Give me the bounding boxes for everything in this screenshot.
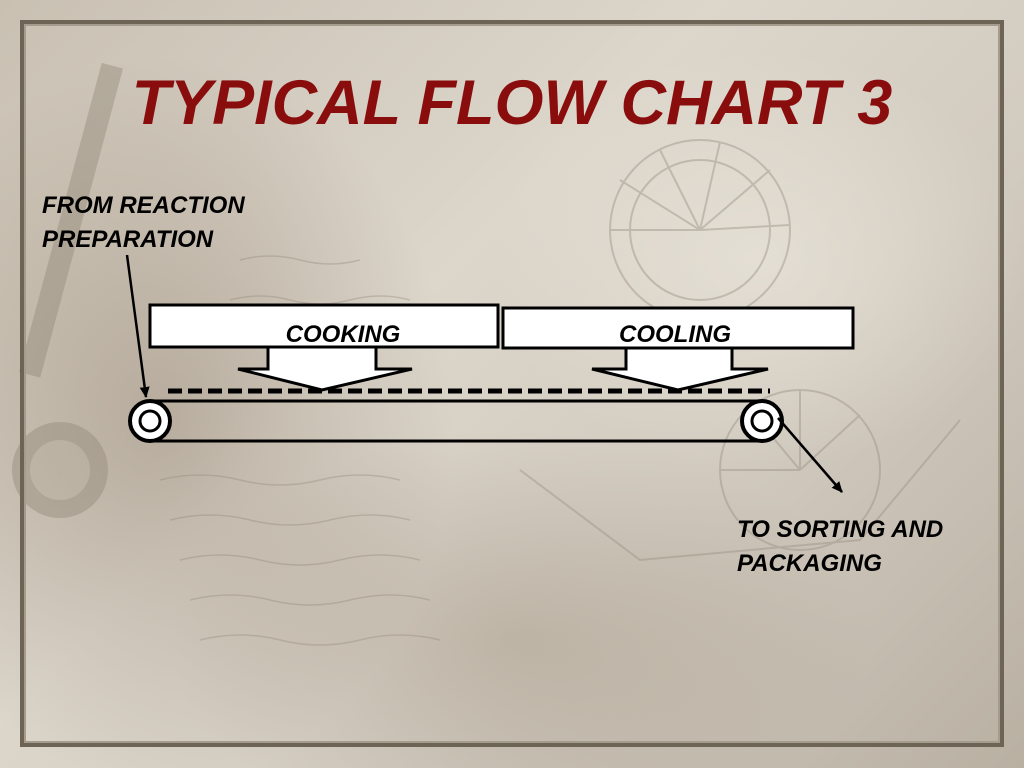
slide-title: TYPICAL FLOW CHART 3 (131, 68, 893, 138)
cooling-stage-label: COOLING (619, 321, 731, 348)
output-label: TO SORTING AND PACKAGING (737, 513, 943, 581)
input-label-line-1: FROM REACTION (42, 192, 245, 219)
output-label-line-2: PACKAGING (737, 550, 882, 577)
output-arrow (777, 417, 843, 493)
right-roller (740, 399, 784, 443)
cooking-stage-label: COOKING (286, 321, 401, 348)
conveyor-belt (128, 399, 784, 443)
cooling-stage-box (501, 306, 855, 350)
cooking-down-arrow (237, 345, 413, 392)
input-label-line-2: PREPARATION (42, 226, 214, 253)
cooling-down-arrow (591, 346, 769, 392)
left-roller (128, 399, 172, 443)
cooking-stage-box (148, 303, 500, 349)
slide-frame (20, 20, 1004, 747)
input-label: FROM REACTION PREPARATION (42, 189, 245, 257)
output-label-line-1: TO SORTING AND (737, 516, 944, 543)
input-arrow (125, 254, 150, 398)
